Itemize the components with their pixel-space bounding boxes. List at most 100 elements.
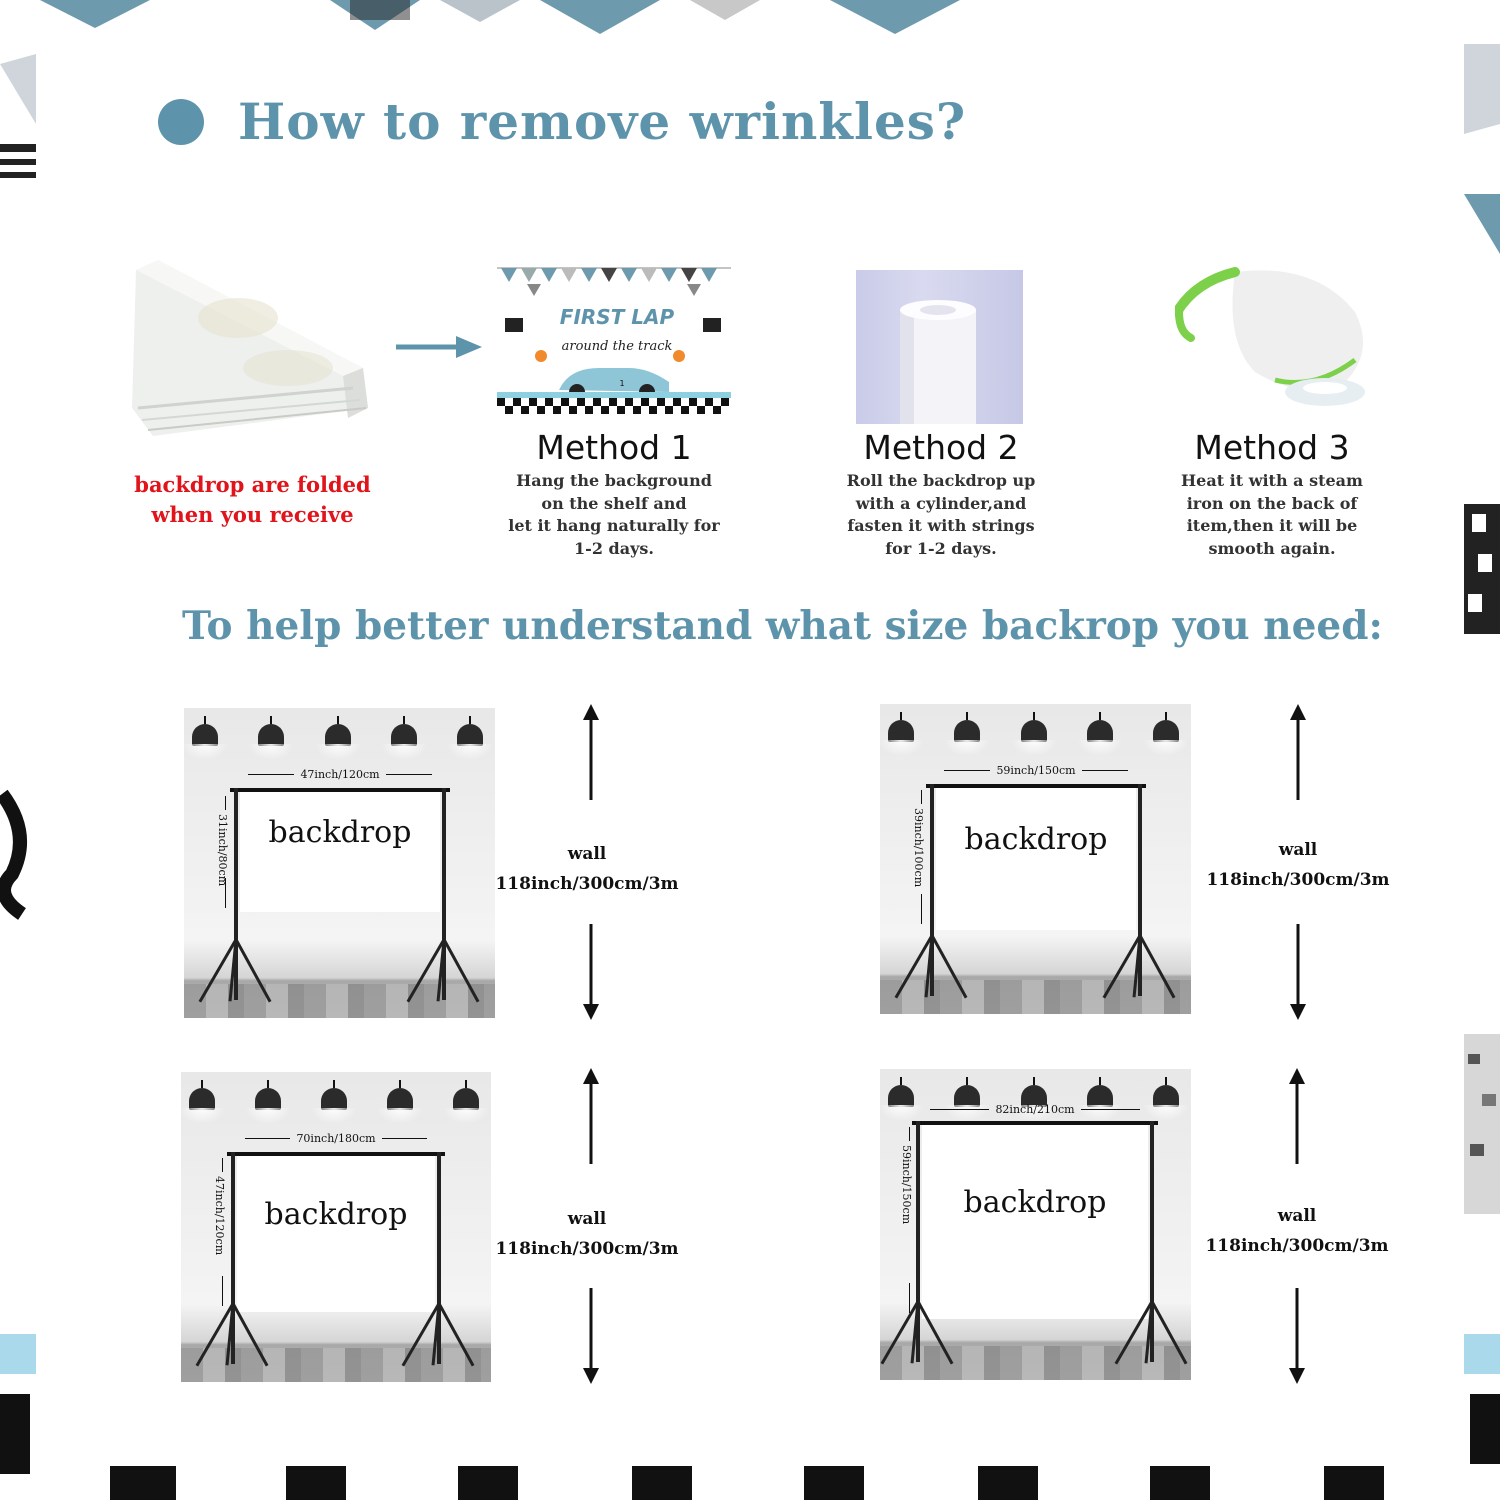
bullet-dot <box>158 98 204 145</box>
ceiling-lamp-icon <box>377 1080 423 1124</box>
arrow-up-icon <box>1290 704 1306 800</box>
dim-line-left <box>245 1138 291 1139</box>
scene-panel: backdrop 70inch/180cm 47inch/120cm <box>181 1072 491 1382</box>
height-dimension: 39inch/100cm <box>912 790 930 924</box>
folded-note: backdrop are folded when you receive <box>130 470 375 530</box>
width-dimension: 59inch/150cm <box>944 764 1129 777</box>
backdrop-label: backdrop <box>964 821 1108 857</box>
method-3-desc: Heat it with a steam iron on the back of… <box>1142 470 1402 560</box>
crossbar <box>912 1121 1158 1125</box>
ceiling-lamp-icon <box>314 716 361 760</box>
checkered-flag-left-icon <box>505 318 523 332</box>
backdrop-sheet: backdrop <box>922 1125 1148 1319</box>
ceiling-lamp-icon <box>447 716 493 760</box>
method-2-line: for 1-2 days. <box>885 538 997 558</box>
checkered-flag-right-icon <box>703 318 721 332</box>
stand-pole <box>1150 1121 1154 1362</box>
method-3-title: Method 3 <box>1194 428 1350 467</box>
backdrop-sheet: backdrop <box>237 1156 435 1312</box>
ceiling-lamp-icon <box>1010 712 1057 756</box>
method-1-line: 1-2 days. <box>574 538 654 558</box>
scene-panel: backdrop 59inch/150cm 39inch/100cm <box>880 704 1191 1014</box>
border-top-bunting <box>0 0 1500 34</box>
stand-pole <box>1138 784 1142 996</box>
folded-note-line2: when you receive <box>151 502 354 527</box>
method-1-line: on the shelf and <box>541 493 687 513</box>
arrow-up-icon <box>583 1068 599 1164</box>
dim-line-left <box>944 770 991 771</box>
dim-line-top <box>921 790 922 804</box>
wall-title: wall <box>1278 840 1318 860</box>
product-thumbnail: FIRST LAP around the track 1 <box>497 262 731 414</box>
scene-panel: backdrop 47inch/120cm 31inch/80cm <box>184 708 495 1018</box>
crossbar <box>230 788 450 792</box>
steam-iron-image <box>1175 262 1374 412</box>
wall-size: 118inch/300cm/3m <box>1205 1236 1389 1256</box>
arrow-up-icon <box>1289 1068 1305 1164</box>
dim-line-bottom <box>921 894 922 924</box>
dim-line-top <box>222 1158 223 1172</box>
height-label: 47inch/120cm <box>213 1176 226 1256</box>
page-title: How to remove wrinkles? <box>238 92 967 151</box>
ceiling-lamp-icon <box>184 716 228 760</box>
stand-pole <box>916 1121 920 1362</box>
crossbar <box>926 784 1146 788</box>
method-3-line: item,then it will be <box>1186 516 1358 535</box>
bunting-flags-top <box>40 0 1100 34</box>
method-1-line: Hang the background <box>516 471 712 490</box>
ceiling-lamp-icon <box>248 716 295 760</box>
car-number: 1 <box>619 379 624 388</box>
border-left-strip <box>0 34 36 1334</box>
method-1-desc: Hang the background on the shelf and let… <box>484 470 744 560</box>
border-bottom-checker <box>0 1334 1500 1500</box>
method-2-desc: Roll the backdrop up with a cylinder,and… <box>811 470 1071 560</box>
border-right-strip <box>1464 34 1500 1334</box>
size-guide-subtitle: To help better understand what size back… <box>182 603 1383 649</box>
height-label: 39inch/100cm <box>912 808 925 888</box>
arrow-up-icon <box>583 704 599 800</box>
wall-size: 118inch/300cm/3m <box>495 874 679 894</box>
dim-line-bottom <box>225 878 226 908</box>
width-dimension: 47inch/120cm <box>248 768 433 781</box>
stand-pole <box>442 788 446 1000</box>
thumb-bunting <box>497 267 731 296</box>
method-3-line: smooth again. <box>1208 538 1336 558</box>
dim-line-top <box>909 1127 910 1141</box>
ceiling-lamp-icon <box>443 1080 489 1124</box>
wall-size: 118inch/300cm/3m <box>1206 870 1390 890</box>
method-2-line: fasten it with strings <box>847 516 1035 535</box>
width-dimension: 82inch/210cm <box>930 1103 1141 1116</box>
folded-note-line1: backdrop are folded <box>134 472 371 497</box>
backdrop-label: backdrop <box>268 814 412 850</box>
dim-line-bottom <box>222 1276 223 1306</box>
height-dimension: 31inch/80cm <box>216 796 234 908</box>
dim-line-left <box>930 1109 990 1110</box>
ceiling-lamp-icon <box>380 716 427 760</box>
dim-line-left <box>248 774 295 775</box>
ceiling-lamp-icon <box>1143 1077 1189 1121</box>
method-2-title: Method 2 <box>863 428 1019 467</box>
method-1-title: Method 1 <box>536 428 692 467</box>
stand-pole <box>231 1152 235 1364</box>
arrow-right-icon <box>396 336 482 358</box>
flame-icon-right <box>673 350 685 362</box>
width-label: 59inch/150cm <box>996 764 1076 777</box>
dim-line-right <box>385 774 433 775</box>
wall-height-label: wall 118inch/300cm/3m <box>1198 835 1398 895</box>
method-1-line: let it hang naturally for <box>508 516 720 535</box>
arrow-down-icon <box>583 1288 599 1384</box>
wall-title: wall <box>567 1209 607 1229</box>
stand-pole <box>437 1152 441 1364</box>
folded-backdrop-image <box>128 258 373 438</box>
ceiling-lamp-icon <box>880 712 924 756</box>
ceiling-lamp-icon <box>311 1080 357 1124</box>
wall-height-label: wall 118inch/300cm/3m <box>1197 1201 1397 1261</box>
width-dimension: 70inch/180cm <box>245 1132 428 1145</box>
height-label: 31inch/80cm <box>216 814 229 887</box>
ceiling-lamp-icon <box>181 1080 225 1124</box>
wall-title: wall <box>1277 1206 1317 1226</box>
stand-pole <box>930 784 934 996</box>
